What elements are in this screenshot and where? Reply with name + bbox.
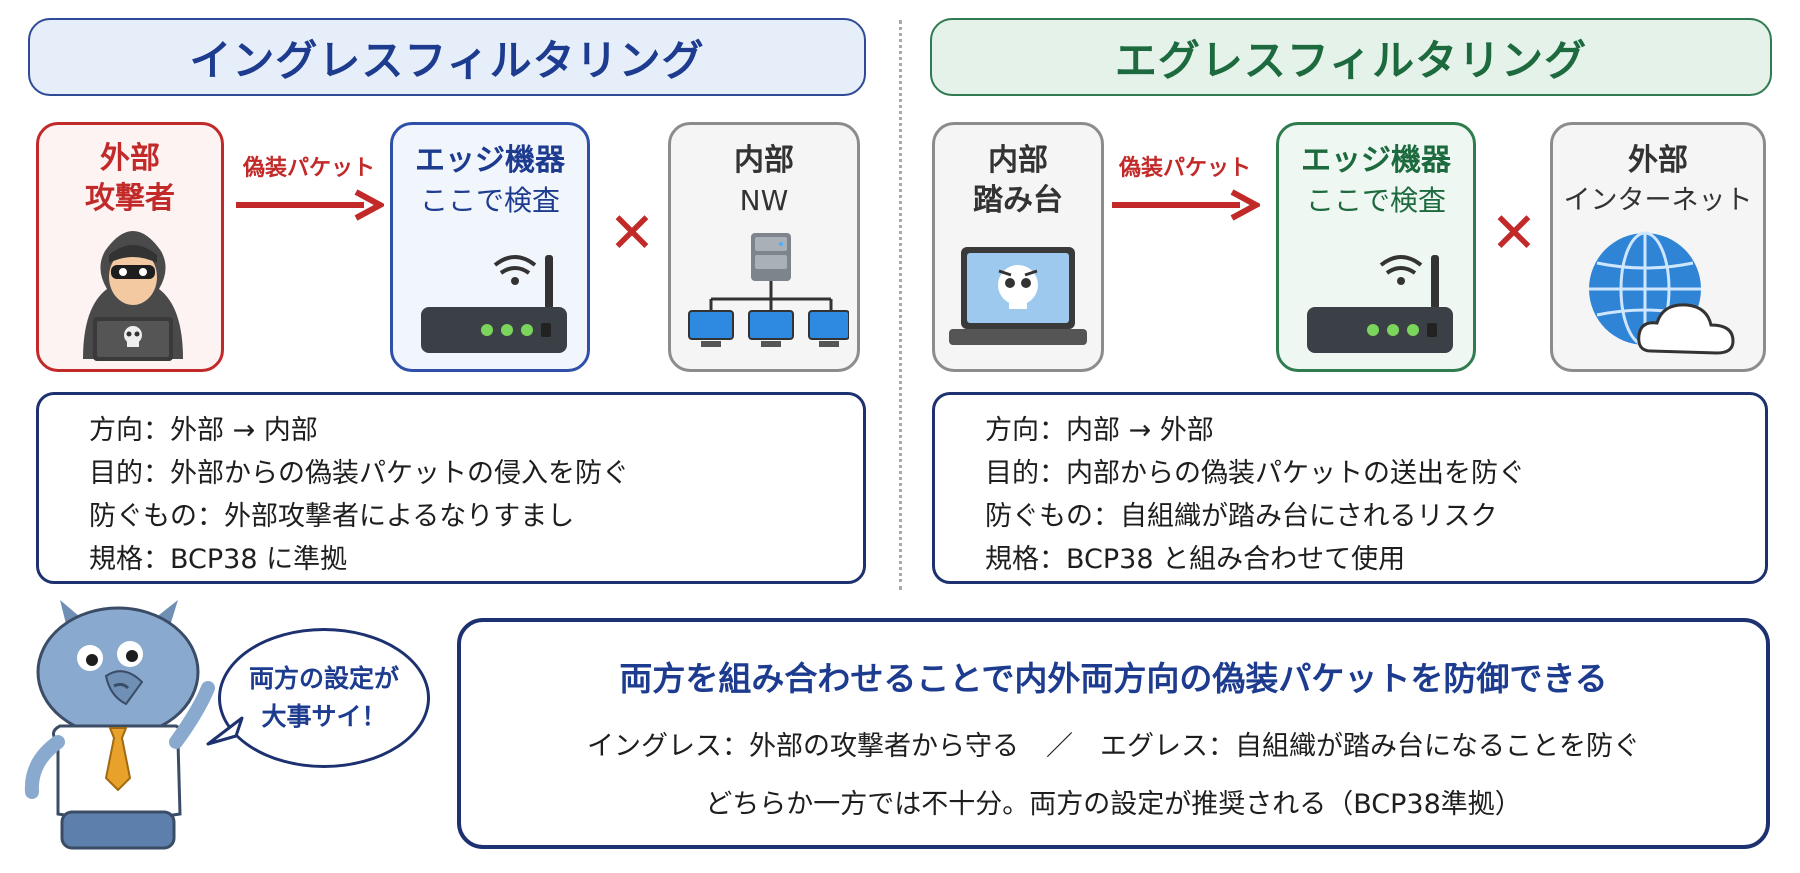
ingress-info-direction: 方向：外部 → 内部 xyxy=(89,415,318,446)
egress-edge-label-1: エッジ機器 xyxy=(1301,143,1451,178)
ingress-target-label-1: 内部 xyxy=(734,143,794,178)
egress-block-icon: ✕ xyxy=(1490,201,1538,266)
bubble-tail-icon xyxy=(206,716,244,746)
ingress-source-card: 外部 攻撃者 xyxy=(36,122,224,372)
egress-arrow-icon xyxy=(1112,189,1260,221)
router-icon xyxy=(421,255,567,353)
mascot-speech-bubble: 両方の設定が 大事サイ！ xyxy=(218,628,430,768)
router-icon xyxy=(1307,255,1453,353)
ingress-target-card: 内部 NW xyxy=(668,122,860,372)
egress-source-card: 内部 踏み台 xyxy=(932,122,1104,372)
ingress-arrow-label: 偽装パケット xyxy=(242,156,375,181)
summary-box: 両方を組み合わせることで内外両方向の偽装パケットを防御できる イングレス：外部の… xyxy=(457,618,1770,849)
egress-arrow-label: 偽装パケット xyxy=(1118,156,1251,181)
summary-line-1: イングレス：外部の攻撃者から守る ／ エグレス：自組織が踏み台になることを防ぐ xyxy=(587,731,1640,762)
ingress-edge-card: エッジ機器 ここで検査 xyxy=(390,122,590,372)
ingress-source-label-1: 外部 xyxy=(100,141,160,176)
egress-target-label-2: インターネット xyxy=(1563,185,1753,216)
section-divider xyxy=(899,20,902,590)
ingress-info-standard: 規格：BCP38 に準拠 xyxy=(89,544,348,575)
egress-info-direction: 方向：内部 → 外部 xyxy=(985,415,1214,446)
globe-cloud-icon xyxy=(1589,231,1735,355)
infected-laptop-icon xyxy=(949,247,1087,345)
ingress-title: イングレスフィルタリング xyxy=(28,18,866,96)
hacker-icon xyxy=(83,231,183,361)
ingress-edge-label-1: エッジ機器 xyxy=(415,143,565,178)
egress-title: エグレスフィルタリング xyxy=(930,18,1772,96)
ingress-info-prevents: 防ぐもの：外部攻撃者によるなりすまし xyxy=(89,501,575,532)
mascot-rhino-icon xyxy=(24,600,215,850)
ingress-source-label-2: 攻撃者 xyxy=(85,181,175,216)
ingress-info-box: 方向：外部 → 内部 目的：外部からの偽装パケットの侵入を防ぐ 防ぐもの：外部攻… xyxy=(36,392,866,584)
ingress-arrow-icon xyxy=(236,189,384,221)
egress-source-label-1: 内部 xyxy=(988,143,1048,178)
network-icon xyxy=(688,233,849,347)
ingress-edge-label-2: ここで検査 xyxy=(419,184,560,217)
egress-edge-label-2: ここで検査 xyxy=(1305,184,1446,217)
egress-info-prevents: 防ぐもの：自組織が踏み台にされるリスク xyxy=(985,501,1498,532)
summary-headline: 両方を組み合わせることで内外両方向の偽装パケットを防御できる xyxy=(619,659,1608,698)
ingress-info-purpose: 目的：外部からの偽装パケットの侵入を防ぐ xyxy=(89,458,629,489)
egress-edge-card: エッジ機器 ここで検査 xyxy=(1276,122,1476,372)
summary-line-2: どちらか一方では不十分。両方の設定が推奨される（BCP38準拠） xyxy=(705,789,1522,820)
egress-target-label-1: 外部 xyxy=(1628,143,1688,178)
egress-info-box: 方向：内部 → 外部 目的：内部からの偽装パケットの送出を防ぐ 防ぐもの：自組織… xyxy=(932,392,1768,584)
ingress-block-icon: ✕ xyxy=(608,201,656,266)
ingress-target-label-2: NW xyxy=(739,184,789,217)
bubble-line-2: 大事サイ！ xyxy=(261,702,387,731)
egress-info-purpose: 目的：内部からの偽装パケットの送出を防ぐ xyxy=(985,458,1525,489)
egress-target-card: 外部 インターネット xyxy=(1550,122,1766,372)
egress-source-label-2: 踏み台 xyxy=(973,183,1063,218)
egress-info-standard: 規格：BCP38 と組み合わせて使用 xyxy=(985,544,1406,575)
bubble-line-1: 両方の設定が xyxy=(248,664,399,693)
